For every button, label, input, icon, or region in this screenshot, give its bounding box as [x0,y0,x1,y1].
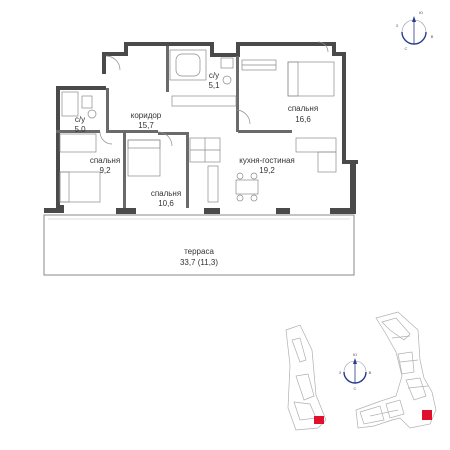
location-map [285,311,437,431]
interior-walls [56,46,292,208]
room-area-bath1: 5,1 [208,81,220,90]
compass-map: Ю В С З [339,352,372,391]
compass-map-letter-3: С [354,386,357,391]
room-area-kitchen-living: 19,2 [259,166,275,175]
room-area-bedroom-left: 9,2 [99,166,111,175]
room-name-bedroom-mid: спальня [151,189,181,198]
room-name-bedroom-left: спальня [90,156,120,165]
room-name-terrace: терраса [184,247,214,256]
compass-top: Ю В С З [396,10,434,51]
room-area-corridor: 15,7 [138,121,154,130]
compass-map-letter-4: З [339,370,342,375]
room-area-bedroom-main: 16,6 [295,115,311,124]
room-labels: с/у 5,1 с/у 5,0 коридор 15,7 спальня 16,… [74,71,318,267]
room-name-kitchen-living: кухня-гостиная [239,156,295,165]
compass-top-letter-4: З [396,23,399,28]
room-area-bath2: 5,0 [74,125,86,134]
room-name-bath1: с/у [209,71,219,80]
map-north-arrow-icon [353,358,357,364]
terrace [43,214,355,276]
compass-top-letter-3: С [405,46,408,51]
room-area-terrace: 33,7 (11,3) [180,258,218,267]
highlight-unit-left [314,416,324,424]
compass-top-letter-1: Ю [419,10,423,15]
compass-top-letter-2: В [431,34,434,39]
outer-walls [44,42,358,214]
highlight-unit-right [422,410,432,420]
fixtures [59,41,337,203]
room-name-corridor: коридор [131,111,162,120]
compass-map-letter-2: В [369,370,372,375]
room-name-bath2: с/у [75,115,85,124]
room-area-bedroom-mid: 10,6 [158,199,174,208]
room-name-bedroom-main: спальня [288,104,318,113]
north-arrow-icon [412,16,416,22]
compass-map-letter-1: Ю [353,352,357,357]
